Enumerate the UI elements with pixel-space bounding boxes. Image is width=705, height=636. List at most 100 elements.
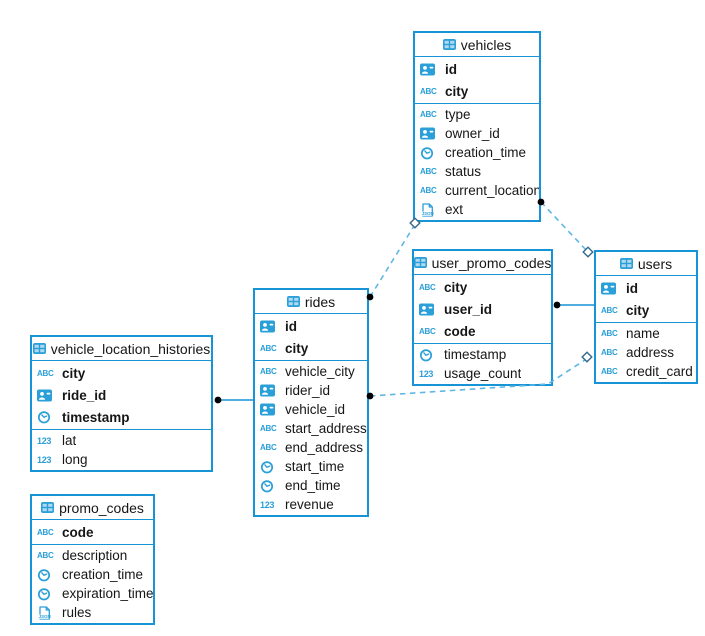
column-name: timestamp — [444, 347, 507, 362]
text-type-icon: ABC — [420, 167, 437, 176]
number-type-icon: 123 — [260, 499, 275, 510]
time-type-icon — [260, 460, 280, 474]
column-name: ride_id — [62, 387, 107, 403]
id-badge-icon — [420, 63, 440, 76]
id-badge-icon — [260, 320, 280, 333]
column-name: user_id — [444, 301, 493, 317]
column-row-rider_id[interactable]: rider_id — [255, 381, 367, 400]
text-type-icon: ABC — [37, 551, 54, 560]
column-row-ext[interactable]: JSON ext — [415, 200, 539, 219]
column-name: expiration_time — [62, 586, 153, 601]
table-icon — [32, 343, 46, 354]
relation-line[interactable] — [369, 357, 589, 397]
column-row-id[interactable]: id — [596, 277, 696, 299]
column-row-creation_time[interactable]: creation_time — [32, 565, 153, 584]
column-name: id — [285, 318, 297, 334]
table-header[interactable]: promo_codes — [32, 496, 153, 520]
relation-user_promo_codes-users[interactable] — [553, 301, 594, 309]
column-name: rules — [62, 605, 92, 620]
time-type-icon — [420, 146, 440, 160]
column-name: creation_time — [62, 567, 144, 582]
column-name: timestamp — [62, 409, 130, 425]
text-type-icon: ABC — [601, 348, 618, 357]
column-row-vehicle_id[interactable]: vehicle_id — [255, 400, 367, 419]
json-type-icon: JSON — [37, 605, 57, 620]
time-type-icon — [419, 348, 439, 362]
column-name: start_time — [285, 459, 345, 474]
time-type-icon — [37, 410, 57, 424]
text-type-icon: ABC — [420, 186, 437, 195]
relation-line[interactable] — [369, 225, 415, 298]
column-row-start_time[interactable]: start_time — [255, 457, 367, 476]
table-header[interactable]: vehicle_location_histories — [32, 337, 211, 361]
column-row-credit_card[interactable]: ABC credit_card — [596, 362, 696, 381]
column-row-ride_id[interactable]: ride_id — [32, 384, 211, 406]
column-row-end_address[interactable]: ABC end_address — [255, 438, 367, 457]
table-header[interactable]: users — [596, 252, 696, 276]
table-header[interactable]: rides — [255, 290, 367, 314]
column-row-id[interactable]: id — [255, 315, 367, 337]
text-type-icon: ABC — [601, 305, 618, 315]
text-type-icon: ABC — [601, 367, 618, 376]
column-row-timestamp[interactable]: timestamp — [414, 345, 551, 364]
column-row-rules[interactable]: JSON rules — [32, 603, 153, 622]
column-row-owner_id[interactable]: owner_id — [415, 124, 539, 143]
column-name: vehicle_id — [285, 402, 346, 417]
column-name: revenue — [285, 497, 334, 512]
table-header[interactable]: user_promo_codes — [414, 251, 551, 275]
table-icon — [41, 502, 55, 513]
text-type-icon: ABC — [260, 424, 277, 433]
column-name: end_address — [285, 440, 364, 455]
column-row-user_id[interactable]: user_id — [414, 298, 551, 320]
svg-text:JSON: JSON — [39, 614, 51, 619]
table-header[interactable]: vehicles — [415, 33, 539, 57]
column-row-creation_time[interactable]: creation_time — [415, 143, 539, 162]
column-row-end_time[interactable]: end_time — [255, 476, 367, 495]
column-row-revenue[interactable]: 123 revenue — [255, 495, 367, 514]
id-badge-icon — [37, 389, 57, 402]
column-name: lat — [62, 433, 77, 448]
relation-line[interactable] — [540, 201, 588, 252]
relation-vehicle_location_histories-rides[interactable] — [214, 396, 253, 404]
column-name: code — [444, 323, 476, 339]
number-type-icon: 123 — [37, 454, 52, 465]
column-row-timestamp[interactable]: timestamp — [32, 406, 211, 428]
text-type-icon: ABC — [260, 443, 277, 452]
column-row-expiration_time[interactable]: expiration_time — [32, 584, 153, 603]
column-row-id[interactable]: id — [415, 58, 539, 80]
text-type-icon: ABC — [420, 86, 437, 96]
column-name: credit_card — [626, 364, 693, 379]
